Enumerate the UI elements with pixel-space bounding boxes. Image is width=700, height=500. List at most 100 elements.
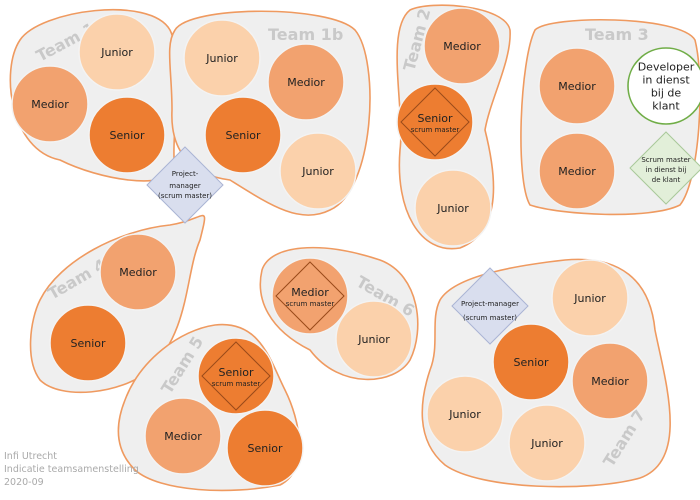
team-1a-member-senior[interactable]: Senior — [88, 96, 166, 174]
shared-pm-label-line: (scrum master) — [158, 192, 212, 200]
client-developer-circle — [627, 47, 700, 125]
footer-title: Indicatie teamsamenstelling — [4, 464, 139, 475]
team-1a-member-medior[interactable]: Medior — [11, 65, 89, 143]
junior-circle — [183, 19, 261, 97]
node-label-line: Scrum master — [641, 156, 690, 164]
junior-circle — [78, 13, 156, 91]
client-scrum-master-diamond — [629, 131, 700, 205]
team-1b-member-senior[interactable]: Senior — [204, 96, 282, 174]
node-label: Medior — [287, 76, 325, 89]
node-label: Senior — [109, 129, 145, 142]
node-label-line: klant — [652, 100, 680, 113]
node-label: Junior — [436, 202, 469, 215]
team-3-member-client-sm[interactable]: Scrum master in dienst bij de klant — [629, 131, 700, 205]
junior-circle — [414, 169, 492, 247]
shared-pm-label-line: manager — [169, 182, 201, 190]
scrum-master-sublabel: scrum master — [212, 380, 261, 388]
medior-circle — [144, 397, 222, 475]
medior-circle — [271, 257, 349, 335]
shared-pm-label-line: Project- — [172, 170, 199, 178]
footer-caption: Infi Utrecht Indicatie teamsamenstelling… — [4, 450, 139, 489]
team-1b-member-junior[interactable]: Junior — [183, 19, 261, 97]
node-label: Junior — [448, 408, 481, 421]
scrum-master-sublabel: scrum master — [411, 126, 460, 134]
shared-project-manager[interactable]: Project-manager (scrum master) — [146, 146, 224, 224]
team-1b-member-junior[interactable]: Junior — [279, 132, 357, 210]
node-label: Junior — [205, 52, 238, 65]
node-label: Senior — [513, 356, 549, 369]
project-manager-diamond — [451, 267, 529, 345]
node-label-line: de klant — [652, 176, 681, 184]
senior-circle — [197, 337, 275, 415]
node-label: Junior — [530, 437, 563, 450]
junior-circle — [426, 375, 504, 453]
node-label: Medior — [291, 286, 329, 299]
medior-circle — [538, 132, 616, 210]
team-1a-member-junior[interactable]: Junior — [78, 13, 156, 91]
node-label: Scrum master in dienst bij de klant — [641, 156, 690, 184]
node-label: Medior — [119, 266, 157, 279]
team-7-member-medior[interactable]: Medior — [571, 342, 649, 420]
node-label-line: bij de — [651, 87, 682, 100]
team-3-label: Team 3 — [585, 25, 649, 44]
node-label: Project-manager — [461, 300, 519, 308]
junior-circle — [551, 259, 629, 337]
team-7-member-junior[interactable]: Junior — [508, 404, 586, 482]
medior-circle — [423, 7, 501, 85]
team-3-member-medior[interactable]: Medior — [538, 47, 616, 125]
node-sublabel: (scrum master) — [463, 314, 517, 322]
node-label: Medior — [591, 375, 629, 388]
node-label-line: in dienst bij — [646, 166, 687, 174]
team-7-member-senior[interactable]: Senior — [492, 323, 570, 401]
team-2-member-junior[interactable]: Junior — [414, 169, 492, 247]
footer-company: Infi Utrecht — [4, 451, 58, 462]
footer-date: 2020-09 — [4, 477, 44, 488]
node-label: Medior — [164, 430, 202, 443]
team-6-member-junior[interactable]: Junior — [335, 300, 413, 378]
scrum-master-diamond — [275, 261, 345, 331]
senior-circle — [204, 96, 282, 174]
senior-circle — [226, 409, 304, 487]
medior-circle — [538, 47, 616, 125]
team-5-member-senior[interactable]: Senior — [226, 409, 304, 487]
team-2-member-medior[interactable]: Medior — [423, 7, 501, 85]
medior-circle — [11, 65, 89, 143]
node-label: Medior — [558, 165, 596, 178]
team-5-member-medior[interactable]: Medior — [144, 397, 222, 475]
team-4-member-medior[interactable]: Medior — [99, 233, 177, 311]
node-label: Medior — [443, 40, 481, 53]
node-label: Medior — [31, 98, 69, 111]
scrum-master-diamond — [400, 87, 470, 157]
node-label: Senior — [225, 129, 261, 142]
medior-circle — [571, 342, 649, 420]
node-label: Junior — [301, 165, 334, 178]
node-label: Senior — [417, 112, 453, 125]
team-1b-member-medior[interactable]: Medior — [267, 43, 345, 121]
medior-circle — [267, 43, 345, 121]
node-label: Medior — [558, 80, 596, 93]
junior-circle — [508, 404, 586, 482]
team-7-member-junior[interactable]: Junior — [551, 259, 629, 337]
team-3-member-medior[interactable]: Medior — [538, 132, 616, 210]
team-1b-label: Team 1b — [268, 25, 343, 44]
node-label: Junior — [573, 292, 606, 305]
team-7-member-junior[interactable]: Junior — [426, 375, 504, 453]
node-label: Senior — [247, 442, 283, 455]
node-label: Junior — [100, 46, 133, 59]
node-label-line: Project-manager — [461, 300, 519, 308]
medior-circle — [99, 233, 177, 311]
junior-circle — [335, 300, 413, 378]
team-7-member-pm[interactable]: Project-manager (scrum master) — [451, 267, 529, 345]
team-4-member-senior[interactable]: Senior — [49, 304, 127, 382]
junior-circle — [279, 132, 357, 210]
senior-circle — [88, 96, 166, 174]
node-label-line: in dienst — [642, 74, 690, 87]
project-manager-diamond — [146, 146, 224, 224]
node-label: Junior — [357, 333, 390, 346]
